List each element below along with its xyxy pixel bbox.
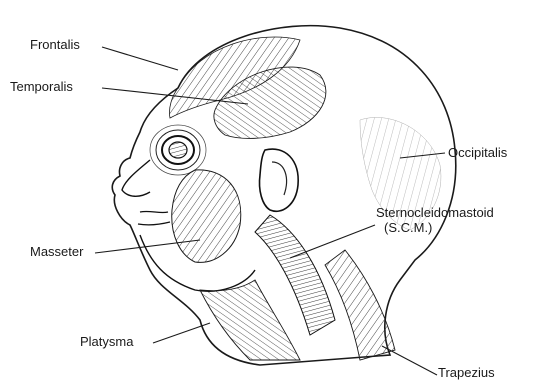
label-occipitalis: Occipitalis	[448, 146, 507, 161]
label-sternocleidomastoid: Sternocleidomastoid (S.C.M.)	[376, 206, 494, 236]
ear	[259, 149, 298, 211]
leader-frontalis	[102, 47, 178, 70]
label-temporalis: Temporalis	[10, 80, 73, 95]
leader-platysma	[153, 323, 210, 343]
label-trapezius: Trapezius	[438, 366, 495, 381]
leader-trapezius	[382, 346, 437, 375]
label-frontalis: Frontalis	[30, 38, 80, 53]
label-platysma: Platysma	[80, 335, 133, 350]
label-masseter: Masseter	[30, 245, 83, 260]
label-scm-abbr: (S.C.M.)	[376, 221, 494, 236]
label-scm-name: Sternocleidomastoid	[376, 205, 494, 220]
